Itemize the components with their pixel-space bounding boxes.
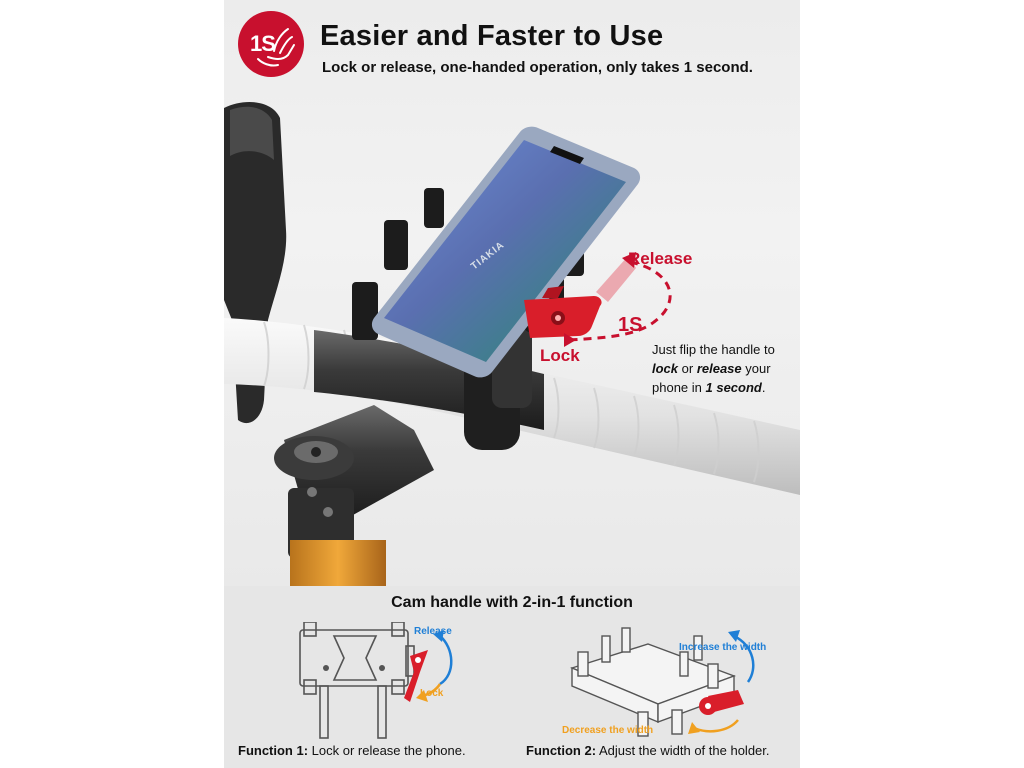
diagram-release-label: Release: [414, 626, 452, 637]
callout-time-word: 1 second: [705, 380, 762, 395]
lock-label: Lock: [540, 346, 580, 365]
motion-arc: [564, 252, 672, 347]
one-second-label: 1S: [618, 314, 643, 336]
function-1-text: Lock or release the phone.: [308, 743, 466, 758]
callout-line-1: Just flip the handle to: [652, 342, 775, 357]
callout-line-3: phone in 1 second.: [652, 378, 792, 397]
stem: [274, 405, 434, 586]
callout-lock-word: lock: [652, 361, 679, 376]
callout-phone-in: phone in: [652, 380, 706, 395]
phone: TIAKIA: [371, 126, 641, 378]
hand-icon: [257, 28, 295, 67]
callout-period: .: [761, 380, 766, 395]
page-title: Easier and Faster to Use: [320, 20, 664, 52]
function-2-caption: Function 2: Adjust the width of the hold…: [526, 743, 770, 758]
function-2-label: Function 2:: [526, 743, 597, 758]
callout-release-word: release: [696, 361, 742, 376]
feature-section: Cam handle with 2-in-1 function: [224, 586, 800, 768]
product-panel: TIAKIA Release 1S Lock Just flip the han…: [224, 0, 800, 768]
callout-or: or: [678, 361, 697, 376]
release-label: Release: [628, 249, 693, 268]
diagram-lock-label: Lock: [420, 688, 444, 699]
function-1-caption: Function 1: Lock or release the phone.: [238, 743, 466, 758]
lock-release-diagram: [299, 622, 453, 739]
callout-text: Just flip the handle to lock or release …: [652, 340, 792, 397]
increase-width-label: Increase the width: [679, 642, 767, 653]
function-2-text: Adjust the width of the holder.: [596, 743, 770, 758]
cam-handle-released: [596, 256, 636, 302]
page-subtitle: Lock or release, one-handed operation, o…: [322, 59, 753, 76]
callout-line-2: lock or release your: [652, 359, 792, 378]
callout-your: your: [741, 361, 771, 376]
one-second-badge: 1S: [238, 11, 304, 77]
bike-mount-illustration: TIAKIA: [224, 102, 800, 586]
cam-handle-locked: [524, 286, 602, 338]
width-adjust-diagram: [569, 627, 755, 737]
badge-text: 1S: [250, 31, 276, 56]
decrease-width-label: Decrease the width: [562, 725, 654, 736]
function-1-label: Function 1:: [238, 743, 309, 758]
feature-title: Cam handle with 2-in-1 function: [391, 594, 633, 611]
header: 1S Easier and Faster to Use Lock or rele…: [224, 0, 800, 100]
